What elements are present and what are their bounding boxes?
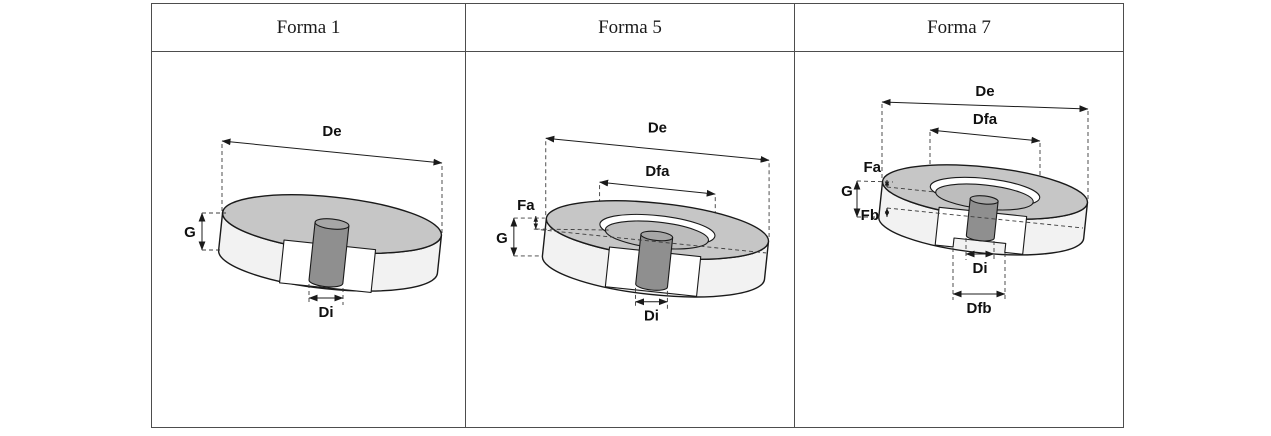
dimension-line: [545, 135, 770, 163]
fb-label: Fb: [861, 207, 879, 224]
cell-forma-1: De G Di: [152, 52, 466, 427]
column-title: Forma 1: [276, 16, 341, 38]
di-dimension: Di: [965, 238, 995, 277]
g-label: G: [496, 230, 508, 247]
di-label: Di: [973, 260, 988, 277]
column-header-forma-7: Forma 7: [795, 4, 1123, 52]
column-header-forma-5: Forma 5: [466, 4, 795, 52]
dimension-line: [599, 179, 716, 197]
dimension-line: [881, 98, 1089, 113]
g-dimension: G: [496, 217, 545, 257]
fa-dimension: Fa: [863, 159, 890, 188]
g-dimension: G: [184, 212, 226, 251]
forma-7-diagram: De Dfa: [841, 83, 1089, 317]
dimension-line: [221, 138, 443, 166]
dfa-label: Dfa: [645, 163, 670, 180]
bore-hole: [640, 230, 674, 242]
wheel: [878, 164, 1089, 256]
de-dimension: De: [221, 123, 443, 236]
wheel: [217, 194, 443, 294]
fa-label: Fa: [863, 159, 881, 176]
de-dimension: De: [545, 119, 770, 240]
bore-front: [308, 221, 350, 288]
forma-1-diagram: De G Di: [184, 123, 443, 321]
hidden-line: [886, 207, 1084, 229]
de-label: De: [648, 119, 667, 136]
column-title: Forma 5: [598, 16, 662, 38]
bore-front: [965, 197, 999, 242]
column-title: Forma 7: [927, 16, 991, 38]
de-label: De: [975, 83, 994, 100]
bore-hole: [969, 195, 999, 205]
wheel: [541, 200, 770, 298]
extension-line: [856, 180, 894, 183]
g-dimension: G: [841, 180, 894, 218]
column-header-forma-1: Forma 1: [152, 4, 466, 52]
dfb-dimension: Dfb: [952, 248, 1006, 317]
cell-forma-7: De Dfa: [795, 52, 1123, 427]
g-label: G: [184, 224, 196, 241]
bore-front: [635, 233, 674, 291]
dfa-label: Dfa: [973, 111, 998, 128]
dfb-label: Dfb: [967, 300, 992, 317]
di-label: Di: [644, 308, 659, 325]
fa-label: Fa: [517, 197, 535, 214]
cell-forma-5: De Dfa Fa: [466, 52, 795, 427]
di-dimension: Di: [308, 284, 344, 321]
de-label: De: [322, 123, 341, 140]
di-label: Di: [319, 304, 334, 321]
forma-5-diagram: De Dfa Fa: [496, 119, 770, 325]
de-dimension: De: [881, 83, 1089, 202]
di-dimension: Di: [635, 287, 668, 325]
extension-line: [535, 228, 609, 231]
hidden-line: [886, 186, 936, 193]
dimension-line: [929, 127, 1041, 144]
forms-table: Forma 1 Forma 5 Forma 7 De: [151, 3, 1124, 428]
g-label: G: [841, 183, 853, 200]
fb-dimension: Fb: [861, 207, 890, 224]
bore-hole: [314, 218, 350, 230]
